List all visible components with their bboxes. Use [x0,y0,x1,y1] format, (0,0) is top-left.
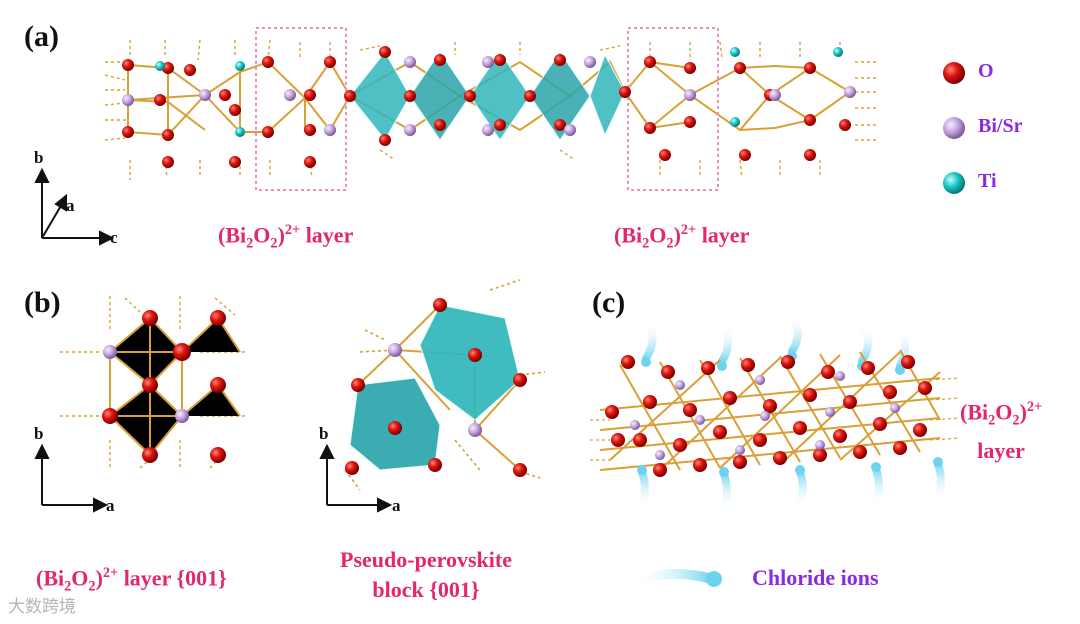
panel-a-structure [105,28,878,190]
bi2o2-box-left [256,28,346,190]
watermark: 大数跨境 [8,592,76,617]
axis-b-label-b1: b [34,424,43,444]
caption-perovskite: Pseudo-perovskite block {001} [326,545,526,605]
octahedron-upper [420,305,520,420]
axis-c-label-a: c [110,228,118,248]
axis-b-label-a: b [34,148,43,168]
panel-b-layer [60,296,245,470]
axis-a-label-a: a [66,196,75,216]
axis-a-label-b1: a [106,496,115,516]
legend-ti-symbol [943,172,965,194]
panel-b-perovskite [345,280,545,490]
axis-b-label-b2: b [319,424,328,444]
chloride-ions-bottom [637,457,943,510]
legend-bisr-label: Bi/Sr [978,115,1022,138]
caption-layer-right: (Bi2O2)2+ layer [614,222,749,253]
panel-label-c: (c) [592,286,625,320]
caption-layer-left: (Bi2O2)2+ layer [218,222,353,253]
chloride-ions-label: Chloride ions [752,565,879,591]
legend-bisr-symbol [943,117,965,139]
chloride-legend-symbol [632,571,722,587]
legend-oxygen-label: O [978,60,994,83]
legend-symbols [943,62,965,194]
panel-label-a: (a) [24,20,59,54]
legend-oxygen-symbol [943,62,965,84]
panel-c-layer [590,315,960,587]
legend-ti-label: Ti [978,170,997,193]
caption-layer-c: (Bi2O2)2+ layer [960,392,1042,466]
panel-label-b: (b) [24,286,61,320]
axes-b-left [36,446,106,511]
axis-a-label-b2: a [392,496,401,516]
